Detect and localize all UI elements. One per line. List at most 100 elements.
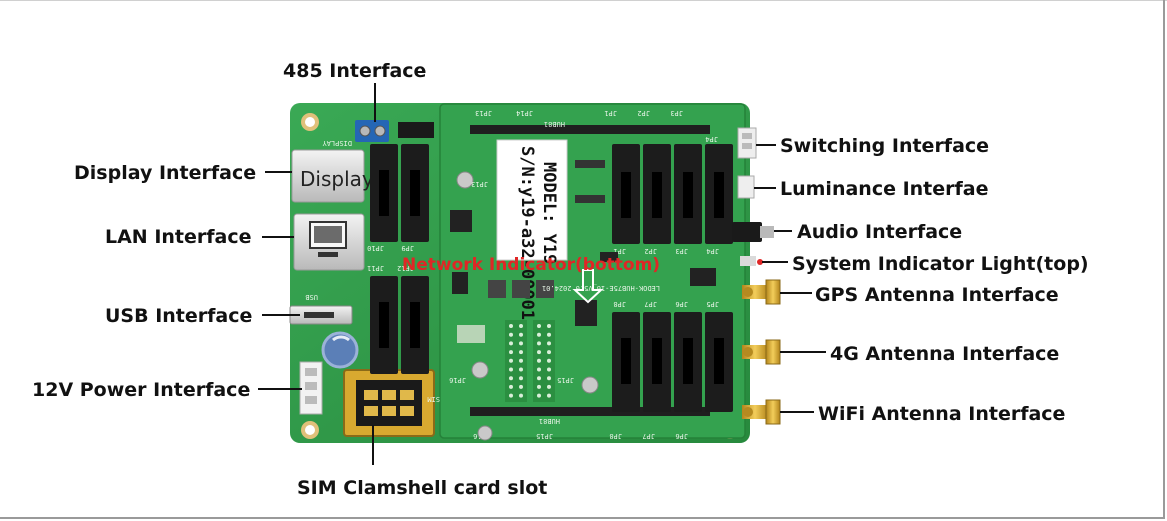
svg-text:JP1: JP1 bbox=[613, 247, 626, 255]
pin-dot bbox=[519, 324, 523, 328]
pin-dot bbox=[537, 384, 541, 389]
pin-dot bbox=[537, 332, 541, 337]
svg-text:JP13: JP13 bbox=[471, 180, 488, 188]
pin-dot bbox=[537, 393, 541, 398]
pin-dot bbox=[509, 384, 513, 389]
svg-text:HUB81: HUB81 bbox=[539, 417, 560, 425]
pin-dot bbox=[547, 384, 551, 389]
svg-text:JP12: JP12 bbox=[397, 264, 414, 272]
power-port bbox=[299, 361, 323, 415]
leader-lines bbox=[258, 83, 826, 465]
pin-dot bbox=[547, 341, 551, 346]
pin-dot bbox=[519, 376, 523, 381]
pin-dot bbox=[509, 324, 513, 328]
label-usb-interface: USB Interface bbox=[105, 305, 252, 327]
pin-dot bbox=[519, 350, 523, 355]
pin-dot bbox=[537, 358, 541, 363]
switching-connector bbox=[737, 127, 757, 159]
network-indicator-label: Network Indicator(bottom) bbox=[402, 255, 660, 275]
label-display-interface: Display Interface bbox=[74, 162, 256, 184]
right-headers-upper: JP1 JP2 JP3 JP4 bbox=[612, 144, 733, 255]
pin-dot bbox=[537, 350, 541, 355]
pin-dot bbox=[537, 376, 541, 381]
svg-text:JP9: JP9 bbox=[401, 244, 414, 252]
svg-text:JP11: JP11 bbox=[367, 264, 384, 272]
svg-text:JP6: JP6 bbox=[675, 432, 688, 440]
label-4g-antenna: 4G Antenna Interface bbox=[830, 343, 1059, 365]
svg-text:JP1: JP1 bbox=[604, 109, 617, 117]
pin-grid bbox=[505, 320, 555, 402]
svg-text:JP15: JP15 bbox=[557, 376, 574, 384]
right-headers-lower: JP8 JP7 JP6 JP5 bbox=[612, 300, 733, 412]
pin-dot bbox=[509, 358, 513, 363]
wifi-antenna-connector bbox=[742, 399, 781, 425]
svg-text:JP8: JP8 bbox=[613, 300, 626, 308]
pin-dot bbox=[509, 332, 513, 337]
svg-text:JP7: JP7 bbox=[644, 300, 657, 308]
svg-text:LEDOK-HUB75E-16_V5.0 2024.01: LEDOK-HUB75E-16_V5.0 2024.01 bbox=[542, 284, 660, 292]
pin-dot bbox=[519, 393, 523, 398]
pin-dot bbox=[537, 367, 541, 372]
svg-text:S/N:y19-a32-00001: S/N:y19-a32-00001 bbox=[517, 146, 537, 320]
pin-dot bbox=[547, 393, 551, 398]
svg-text:JP3: JP3 bbox=[675, 247, 688, 255]
label-luminance-interface: Luminance Interfae bbox=[780, 178, 989, 200]
svg-text:SIM: SIM bbox=[427, 395, 440, 403]
top-rule bbox=[0, 0, 1167, 13]
svg-text:JP3: JP3 bbox=[670, 109, 683, 117]
svg-text:HUB81: HUB81 bbox=[544, 120, 565, 128]
antenna-4g-connector bbox=[742, 339, 781, 365]
svg-text:JP7: JP7 bbox=[642, 432, 655, 440]
pin-dot bbox=[547, 350, 551, 355]
svg-text:JP4: JP4 bbox=[706, 247, 719, 255]
pin-dot bbox=[519, 358, 523, 363]
svg-text:JP2: JP2 bbox=[637, 109, 650, 117]
pin-dot bbox=[519, 367, 523, 372]
left-headers-upper: JP10 JP9 bbox=[367, 144, 429, 252]
svg-text:JP4: JP4 bbox=[705, 135, 718, 143]
pin-dot bbox=[547, 376, 551, 381]
pin-dot bbox=[519, 384, 523, 389]
label-system-indicator: System Indicator Light(top) bbox=[792, 253, 1089, 275]
audio-jack bbox=[732, 222, 774, 242]
svg-text:JP2: JP2 bbox=[644, 247, 657, 255]
pin-dot bbox=[509, 393, 513, 398]
network-arrow-icon bbox=[572, 269, 604, 304]
svg-text:MODEL: Y19: MODEL: Y19 bbox=[539, 162, 559, 264]
pin-dot bbox=[509, 367, 513, 372]
pin-dot bbox=[547, 332, 551, 337]
pin-dot bbox=[547, 324, 551, 328]
svg-text:JP15: JP15 bbox=[536, 432, 553, 440]
lan-port bbox=[293, 213, 365, 271]
capacitor bbox=[321, 331, 359, 369]
terminal-485 bbox=[355, 120, 434, 142]
svg-text:JP10: JP10 bbox=[367, 244, 384, 252]
svg-text:JP14: JP14 bbox=[516, 109, 533, 117]
label-sim-slot: SIM Clamshell card slot bbox=[297, 477, 547, 499]
luminance-connector bbox=[737, 175, 755, 199]
pin-dot bbox=[509, 341, 513, 346]
ic-components: JP13 JP16 JP15 LEDOK-HUB75E-16_V5.0 2024… bbox=[449, 160, 716, 441]
silkscreen-top: JP13 JP14 JP1 JP2 JP3 JP4 HUB81 bbox=[475, 109, 718, 143]
svg-text:Display: Display bbox=[300, 167, 374, 191]
pin-dot bbox=[547, 367, 551, 372]
sim-slot: SIM bbox=[343, 369, 440, 437]
label-lan-interface: LAN Interface bbox=[105, 226, 252, 248]
label-switching-interface: Switching Interface bbox=[780, 135, 989, 157]
system-indicator-led bbox=[740, 256, 763, 266]
pin-dot bbox=[537, 341, 541, 346]
model-sticker: S/N:y19-a32-00001 MODEL: Y19 bbox=[496, 139, 568, 320]
usb-port: USB bbox=[289, 293, 353, 325]
svg-text:JP16: JP16 bbox=[449, 376, 466, 384]
pin-dot bbox=[519, 332, 523, 337]
pin-dot bbox=[509, 376, 513, 381]
svg-text:JP6: JP6 bbox=[675, 300, 688, 308]
svg-text:JP8: JP8 bbox=[609, 432, 622, 440]
left-headers-lower: JP11 JP12 bbox=[367, 264, 429, 374]
callout-labels: 485 Interface Display Interface LAN Inte… bbox=[32, 60, 1089, 499]
label-audio-interface: Audio Interface bbox=[797, 221, 962, 243]
label-gps-antenna: GPS Antenna Interface bbox=[815, 284, 1059, 306]
label-485-interface: 485 Interface bbox=[283, 60, 426, 82]
